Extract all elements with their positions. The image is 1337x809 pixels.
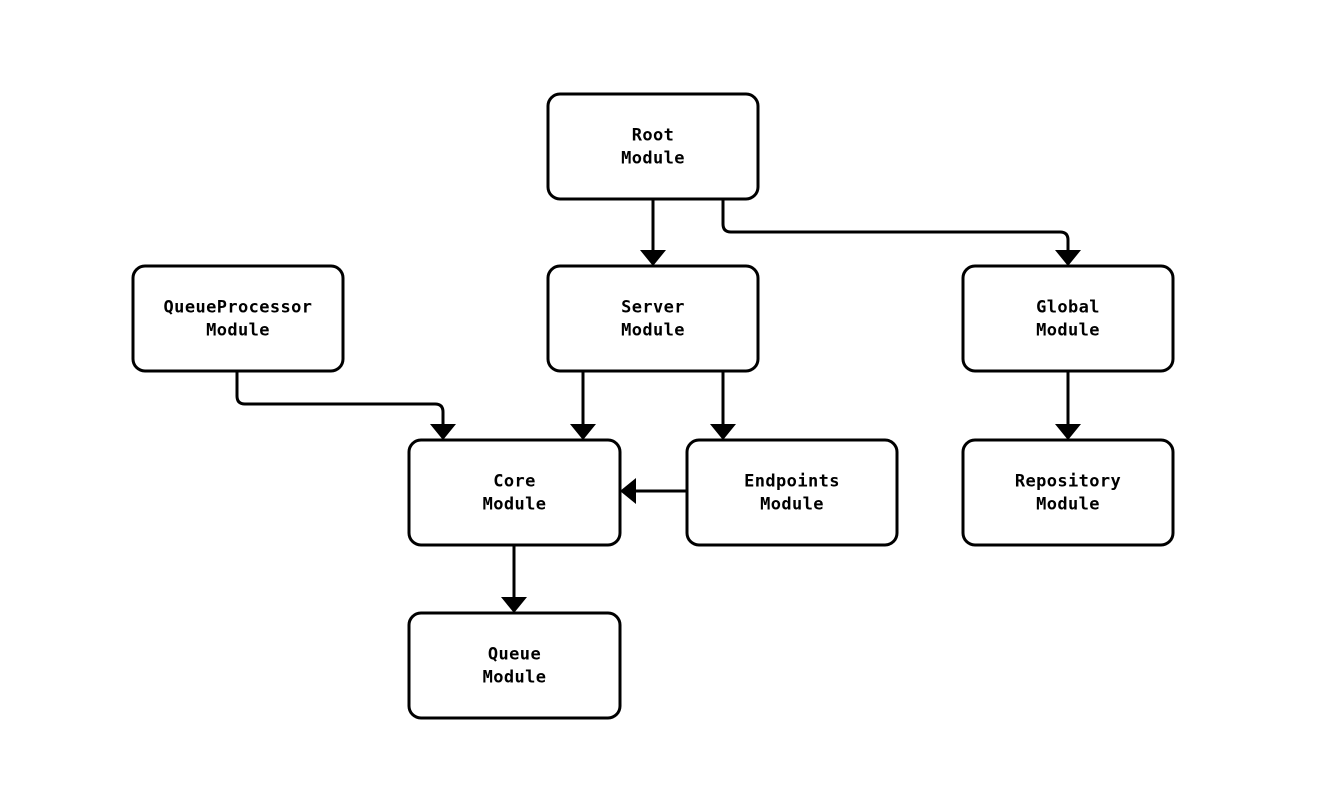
arrow-head-icon	[710, 424, 736, 440]
node-label-secondary: Module	[621, 321, 685, 341]
edge-endpoints-to-core	[620, 478, 687, 504]
node-label-primary: Core	[493, 472, 536, 492]
edge-core-to-queue	[501, 545, 527, 613]
nodes-layer: RootModuleQueueProcessorModuleServerModu…	[131, 92, 1175, 720]
node-box[interactable]	[546, 92, 760, 201]
edge-server-to-core	[570, 371, 596, 440]
node-label-secondary: Module	[1036, 495, 1100, 515]
node-label-secondary: Module	[483, 668, 547, 688]
edge-queueprocessor-to-core	[235, 371, 456, 440]
node-box[interactable]	[685, 438, 899, 547]
node-label-secondary: Module	[206, 321, 270, 341]
arrow-head-icon	[1055, 424, 1081, 440]
node-box[interactable]	[961, 264, 1175, 373]
node-label-primary: Endpoints	[744, 472, 840, 492]
edge-line	[721, 199, 1070, 252]
node-box[interactable]	[131, 264, 345, 373]
edge-root-to-global	[721, 199, 1081, 266]
arrow-head-icon	[430, 424, 456, 440]
arrow-head-icon	[1055, 250, 1081, 266]
node-label-secondary: Module	[621, 149, 685, 169]
node-box[interactable]	[407, 438, 622, 547]
node-label-secondary: Module	[760, 495, 824, 515]
node-box[interactable]	[546, 264, 760, 373]
arrow-head-icon	[501, 597, 527, 613]
edge-global-to-repository	[1055, 371, 1081, 440]
node-label-primary: Queue	[488, 645, 541, 665]
arrow-head-icon	[570, 424, 596, 440]
node-label-primary: Server	[621, 298, 685, 318]
node-box[interactable]	[961, 438, 1175, 547]
arrow-head-icon	[640, 250, 666, 266]
edges-layer	[235, 199, 1081, 613]
node-label-secondary: Module	[483, 495, 547, 515]
node-label-primary: Global	[1036, 298, 1100, 318]
edge-line	[235, 371, 445, 426]
node-box[interactable]	[407, 611, 622, 720]
edge-server-to-endpoints	[710, 371, 736, 440]
node-label-primary: Repository	[1015, 472, 1121, 492]
edge-root-to-server	[640, 199, 666, 266]
node-label-primary: QueueProcessor	[164, 298, 313, 318]
node-label-secondary: Module	[1036, 321, 1100, 341]
node-label-primary: Root	[632, 126, 675, 146]
arrow-head-icon	[620, 478, 636, 504]
